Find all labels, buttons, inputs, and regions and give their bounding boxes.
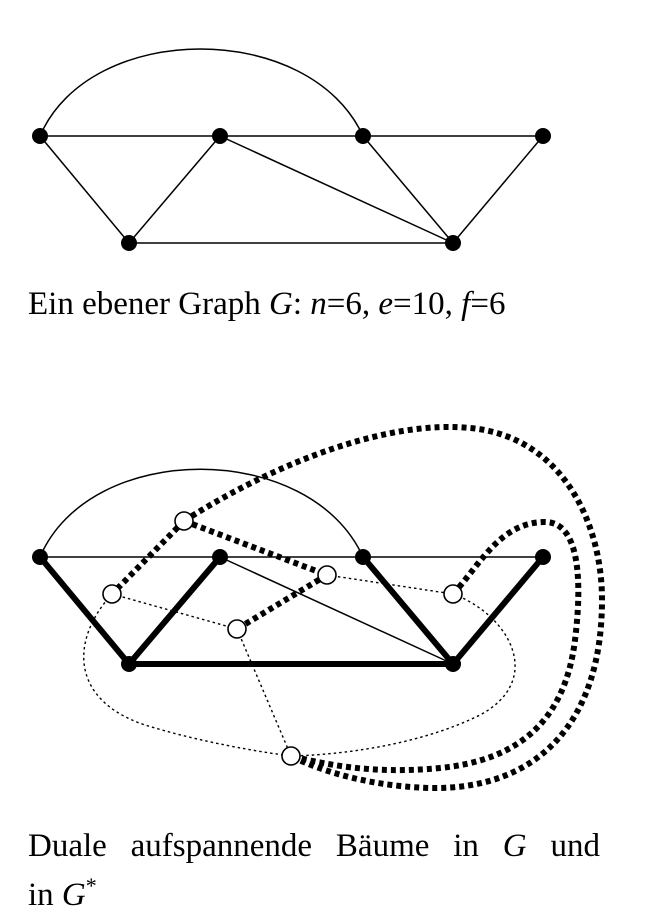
dual-edge-c-d [326, 574, 454, 595]
dual-tree-edge-f-a [109, 518, 187, 597]
vertex-2 [212, 549, 228, 565]
vertex-3 [355, 549, 371, 565]
edge-arc-1-3 [39, 48, 364, 137]
dual-vertex-a [102, 584, 122, 604]
dual-superscript: * [85, 873, 97, 898]
primal-edges-thin [39, 468, 543, 665]
dual-edge-b-e [236, 628, 292, 757]
dual-vertex-d [443, 584, 463, 604]
graph-symbol: G [502, 828, 527, 864]
vertex-3 [355, 128, 371, 144]
f-value: =6 [470, 286, 506, 322]
dual-edge-a-e [83, 593, 292, 757]
tree-edge-4-6 [450, 554, 546, 667]
caption-word: in [453, 828, 479, 864]
dual-graph-symbol: G [61, 877, 86, 913]
vertex-5 [121, 656, 137, 672]
tree-edge-1-5 [37, 554, 132, 667]
caption-colon: : [292, 286, 311, 322]
figure2-caption-line2: in G* [28, 866, 97, 915]
vertex-4 [535, 128, 551, 144]
figure1-caption: Ein ebener Graph G: n=6, e=10, f=6 [28, 284, 505, 324]
dual-vertex-c [317, 565, 337, 585]
e-variable: e [378, 286, 394, 322]
dual-tree-edge-d-e-outer [290, 518, 582, 774]
dual-edges-thin [83, 574, 516, 757]
tree-edge-2-5 [126, 554, 223, 667]
figure2-caption-line1: Duale aufspannende Bäume in G und [28, 826, 600, 866]
dual-tree-edge-f-c [182, 518, 329, 578]
caption-text: in [28, 877, 62, 913]
vertex-2 [212, 128, 228, 144]
vertex-5 [121, 235, 137, 251]
caption-text: Ein ebener Graph [28, 286, 269, 322]
e-value: =10, [393, 286, 462, 322]
caption-word: und [550, 828, 600, 864]
dual-tree-edge-f-e-outer [182, 424, 606, 792]
vertex-6 [445, 235, 461, 251]
vertex-6 [445, 656, 461, 672]
planar-graph-figure [32, 48, 551, 251]
edge-arc-1-3 [39, 468, 364, 558]
dual-vertices [102, 511, 463, 766]
edge-3-6 [362, 135, 454, 244]
dual-vertex-e [281, 746, 301, 766]
dual-spanning-trees-figure [32, 424, 606, 792]
graph-edges [39, 48, 544, 244]
dual-tree-edge-c-b [235, 572, 329, 632]
edge-2-5 [128, 135, 221, 244]
spanning-tree-G-star [109, 424, 606, 792]
primal-vertices [32, 549, 551, 672]
graph-vertices [32, 128, 551, 251]
vertex-1 [32, 128, 48, 144]
caption-word: Duale [28, 828, 107, 864]
vertex-4 [535, 549, 551, 565]
spanning-tree-G [37, 554, 546, 667]
caption-word: Bäume [335, 828, 430, 864]
edge-2-6 [219, 135, 454, 244]
f-variable: f [461, 286, 471, 322]
tree-edge-3-6 [360, 554, 456, 667]
dual-vertex-f [174, 511, 194, 531]
caption-word: aufspannende [130, 828, 313, 864]
dual-vertex-b [227, 619, 247, 639]
graph-symbol: G [268, 286, 293, 322]
dual-edge-d-e [290, 593, 516, 757]
edge-1-5 [39, 135, 130, 244]
edge-2-6 [219, 556, 454, 665]
n-value: =6, [326, 286, 379, 322]
n-variable: n [310, 286, 327, 322]
vertex-1 [32, 549, 48, 565]
edge-4-6 [452, 135, 544, 244]
